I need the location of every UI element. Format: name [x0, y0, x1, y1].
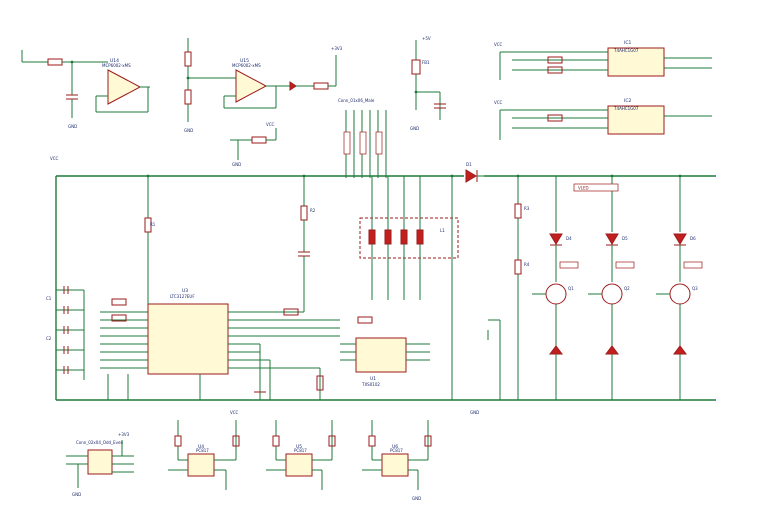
r2-ref: R2 — [310, 208, 316, 213]
r1-ref: R1 — [150, 222, 156, 227]
op-amp-u15: U15 MCP6002-xMS +3V3 GND — [184, 38, 343, 133]
optocoupler-u5: U5 PC817 — [266, 420, 336, 490]
u6-ref: U6 — [392, 444, 398, 450]
u15-value: MCP6002-xMS — [232, 63, 261, 68]
v3-label: +3V3 — [331, 46, 343, 51]
u1-value: TXS0102 — [361, 382, 380, 387]
level-shifter-u1: U1 TXS0102 — [340, 316, 430, 387]
q3-ref: Q3 — [692, 286, 698, 291]
r3-ref: R3 — [524, 206, 530, 211]
u14-ref: U14 — [110, 58, 119, 64]
connector-j3: Conn_01x06_Male — [338, 98, 387, 178]
u4-value: PC817 — [196, 448, 209, 453]
optocoupler-u6: U6 PC817 GND — [362, 420, 432, 501]
l1-ref: L1 — [440, 228, 445, 233]
ferrite-fb1: +5V FB1 GND — [410, 36, 446, 131]
power-bus: VCC GND — [50, 156, 716, 415]
gnd-label-4: GND — [410, 126, 419, 131]
diode-d1: D1 — [452, 162, 486, 183]
controller-u3: U3 LTC3127EUF R1 — [100, 176, 340, 400]
q2-ref: Q2 — [624, 286, 630, 291]
r4-ref: R4 — [524, 262, 530, 267]
vcc-label-ic2: VCC — [494, 100, 503, 105]
inductor-l1: L1 — [359, 176, 459, 400]
vled-label: VLED — [578, 186, 589, 191]
channel-left-r: R3 R4 — [514, 176, 530, 400]
j3-value: Conn_01x06_Male — [338, 98, 375, 103]
v5-label: +5V — [422, 36, 431, 41]
optocoupler-u4: U4 PC817 VCC — [168, 410, 240, 490]
u14-value: MCP6002-xMS — [102, 63, 131, 68]
gnd-label-j1: GND — [72, 492, 81, 497]
ic2-ref: IC2 — [624, 98, 631, 104]
u3-value: LTC3127EUF — [170, 294, 195, 299]
q1-ref: Q1 — [568, 286, 574, 291]
gnd-label-1: GND — [68, 124, 77, 129]
channel-1: D4 Q1 — [532, 176, 579, 400]
j1-value: Conn_02x04_Odd_Even — [76, 440, 123, 445]
ic1-ref: IC1 — [624, 40, 631, 46]
u5-ref: U5 — [296, 444, 302, 450]
gnd-u6: GND — [412, 496, 421, 501]
connector-j1: Conn_02x04_Odd_Even +3V3 GND — [66, 432, 134, 497]
vcc-label-j2: VCC — [266, 122, 275, 127]
op-amp-u14: U14 MCP6002-xMS GND — [21, 50, 150, 129]
fb1-ref: FB1 — [422, 60, 430, 65]
c1-ref: C1 — [46, 296, 52, 301]
vcc-label-ic1: VCC — [494, 42, 503, 47]
resistor-capacitor-chain: R2 — [254, 176, 324, 400]
ic2-value: 74AHC1G07 — [614, 106, 639, 111]
capacitor-bank: C1 C2 — [46, 286, 85, 380]
connector-j2: VCC GND — [230, 122, 277, 167]
connector-j6 — [487, 319, 501, 400]
vcc-main-label: VCC — [50, 156, 59, 161]
buffer-ic2: IC2 74AHC1G07 VCC — [494, 98, 712, 140]
u3-ref: U3 — [182, 288, 188, 294]
gnd-label-3: GND — [232, 162, 241, 167]
d5-ref: D5 — [622, 236, 628, 241]
c2-ref: C2 — [46, 336, 52, 341]
channel-2: D5 Q2 — [588, 176, 635, 400]
buffer-ic1: IC1 74AHC1G07 VCC — [494, 40, 712, 80]
u5-value: PC817 — [294, 448, 307, 453]
v3-label-j1: +3V3 — [118, 432, 130, 437]
gnd-main-label: GND — [470, 410, 479, 415]
d6-ref: D6 — [690, 236, 696, 241]
u1-ref: U1 — [370, 376, 376, 382]
channel-3: D6 Q3 — [656, 176, 703, 400]
d4-ref: D4 — [566, 236, 572, 241]
gnd-label-2: GND — [184, 128, 193, 133]
u15-ref: U15 — [240, 58, 249, 64]
d1-ref: D1 — [466, 162, 472, 167]
vcc-u4: VCC — [230, 410, 239, 415]
ic1-value: 74AHC1G07 — [614, 48, 639, 53]
u4-ref: U4 — [198, 444, 204, 450]
u6-value: PC817 — [390, 448, 403, 453]
